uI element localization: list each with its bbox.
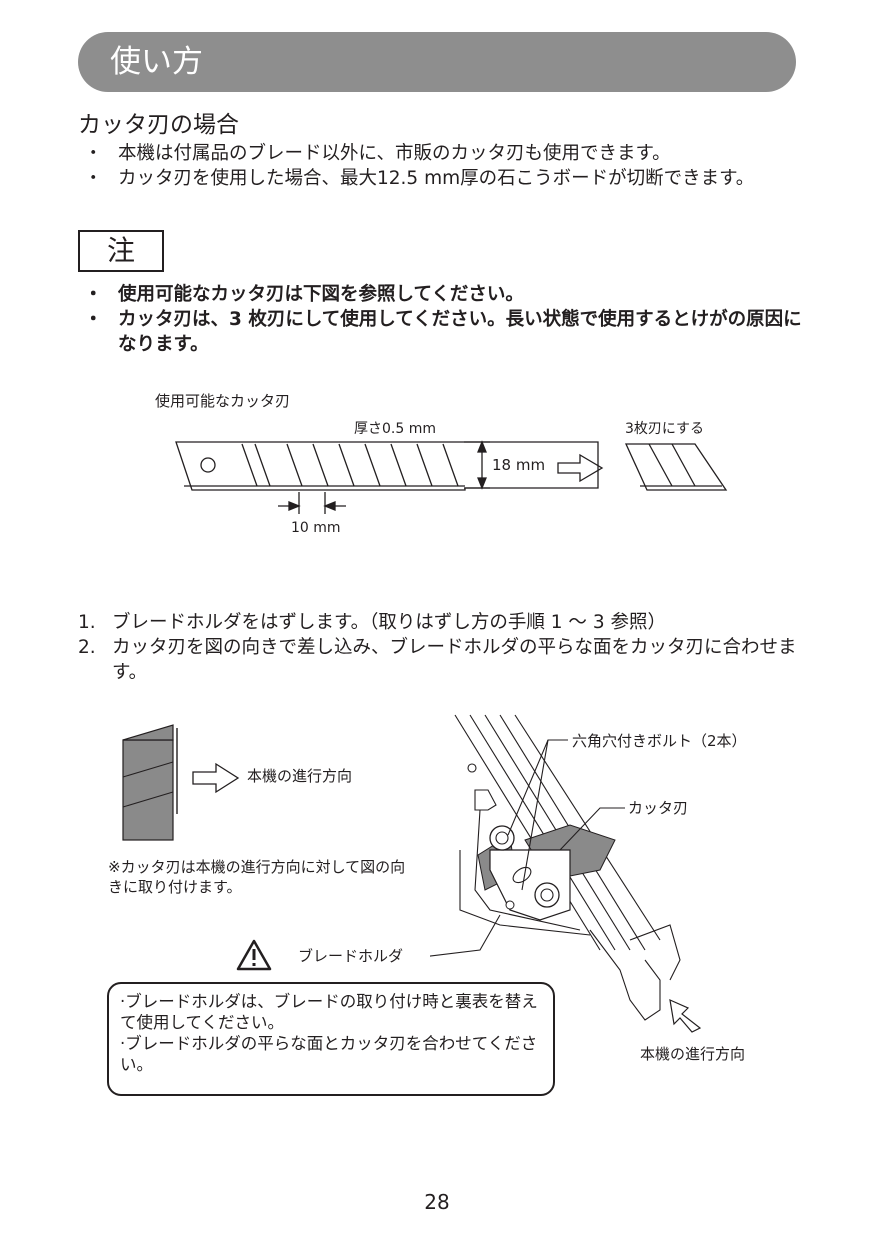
orientation-note: ※カッタ刃は本機の進行方向に対して図の向きに取り付けます。 (108, 858, 406, 896)
note-bullet-text: カッタ刃は、3 枚刃にして使用してください。長い状態で使用するとけがの原因になり… (118, 309, 802, 355)
note-bullet: ・ 使用可能なカッタ刃は下図を参照してください。 (84, 282, 804, 307)
three-blade-label: 3枚刃にする (625, 421, 705, 437)
machine-figure (430, 714, 702, 1033)
thickness-label: 厚さ0.5 mm (354, 421, 436, 437)
step-number: 2. (78, 637, 96, 658)
page-number: 28 (424, 1190, 450, 1214)
direction-arrow-icon (192, 762, 240, 794)
note-label: 注 (78, 230, 164, 272)
bullet-mark: ・ (84, 284, 103, 305)
figure1-caption: 使用可能なカッタ刃 (155, 392, 291, 410)
height-label: 18 mm (492, 456, 546, 474)
bullet-item: ・ カッタ刃を使用した場合、最大12.5 mm厚の石こうボードが切断できます。 (84, 166, 804, 216)
direction-arrow-icon (669, 998, 702, 1033)
blade-outline (175, 441, 599, 491)
bullet-text: カッタ刃を使用した場合、最大12.5 mm厚の石こうボードが切断できます。 (118, 168, 755, 189)
step-item: 1. ブレードホルダをはずします。（取りはずし方の手順 1 ～ 3 参照） (78, 610, 808, 635)
bullet-mark: ・ (84, 309, 103, 330)
bullet-text: 本機は付属品のブレード以外に、市販のカッタ刃も使用できます。 (118, 143, 671, 164)
bullet-mark: ・ (84, 168, 103, 189)
step-text: ブレードホルダをはずします。（取りはずし方の手順 1 ～ 3 参照） (112, 612, 666, 633)
direction-label-2: 本機の進行方向 (640, 1045, 746, 1063)
step-item: 2. カッタ刃を図の向きで差し込み、ブレードホルダの平らな面をカッタ刃に合わせま… (78, 635, 808, 685)
section-title: カッタ刃の場合 (78, 112, 239, 138)
warning-box (107, 982, 555, 1096)
blade-orientation-figure (122, 724, 240, 841)
note-bullet: ・ カッタ刃は、3 枚刃にして使用してください。長い状態で使用するとけがの原因に… (84, 307, 804, 357)
warning-icon (236, 939, 272, 971)
arrow-icon (557, 453, 604, 483)
header-bar (78, 32, 796, 92)
note-bullet-text: 使用可能なカッタ刃は下図を参照してください。 (118, 284, 524, 305)
bullet-item: ・ 本機は付属品のブレード以外に、市販のカッタ刃も使用できます。 (84, 141, 804, 166)
step-number: 1. (78, 612, 96, 633)
hex-bolt-icon (534, 882, 560, 908)
warning-line: ·ブレードホルダの平らな面とカッタ刃を合わせてください。 (120, 1034, 538, 1074)
warning-line: ·ブレードホルダは、ブレードの取り付け時と裏表を替えて使用してください。 (120, 992, 538, 1032)
segment-label: 10 mm (291, 520, 341, 536)
direction-label: 本機の進行方向 (247, 767, 353, 785)
blade-holder-shape (489, 849, 571, 921)
cutter-label: カッタ刃 (628, 799, 689, 817)
three-blade-outline (624, 443, 728, 491)
hex-bolt-label: 六角穴付きボルト（2本） (572, 732, 747, 750)
blade-figure (175, 440, 728, 514)
holder-label: ブレードホルダ (298, 947, 404, 965)
blade-hole (200, 457, 216, 473)
step-text: カッタ刃を図の向きで差し込み、ブレードホルダの平らな面をカッタ刃に合わせます。 (112, 637, 797, 683)
hex-bolt-icon (489, 825, 515, 851)
bullet-mark: ・ (84, 143, 103, 164)
page-title: 使い方 (110, 44, 203, 80)
